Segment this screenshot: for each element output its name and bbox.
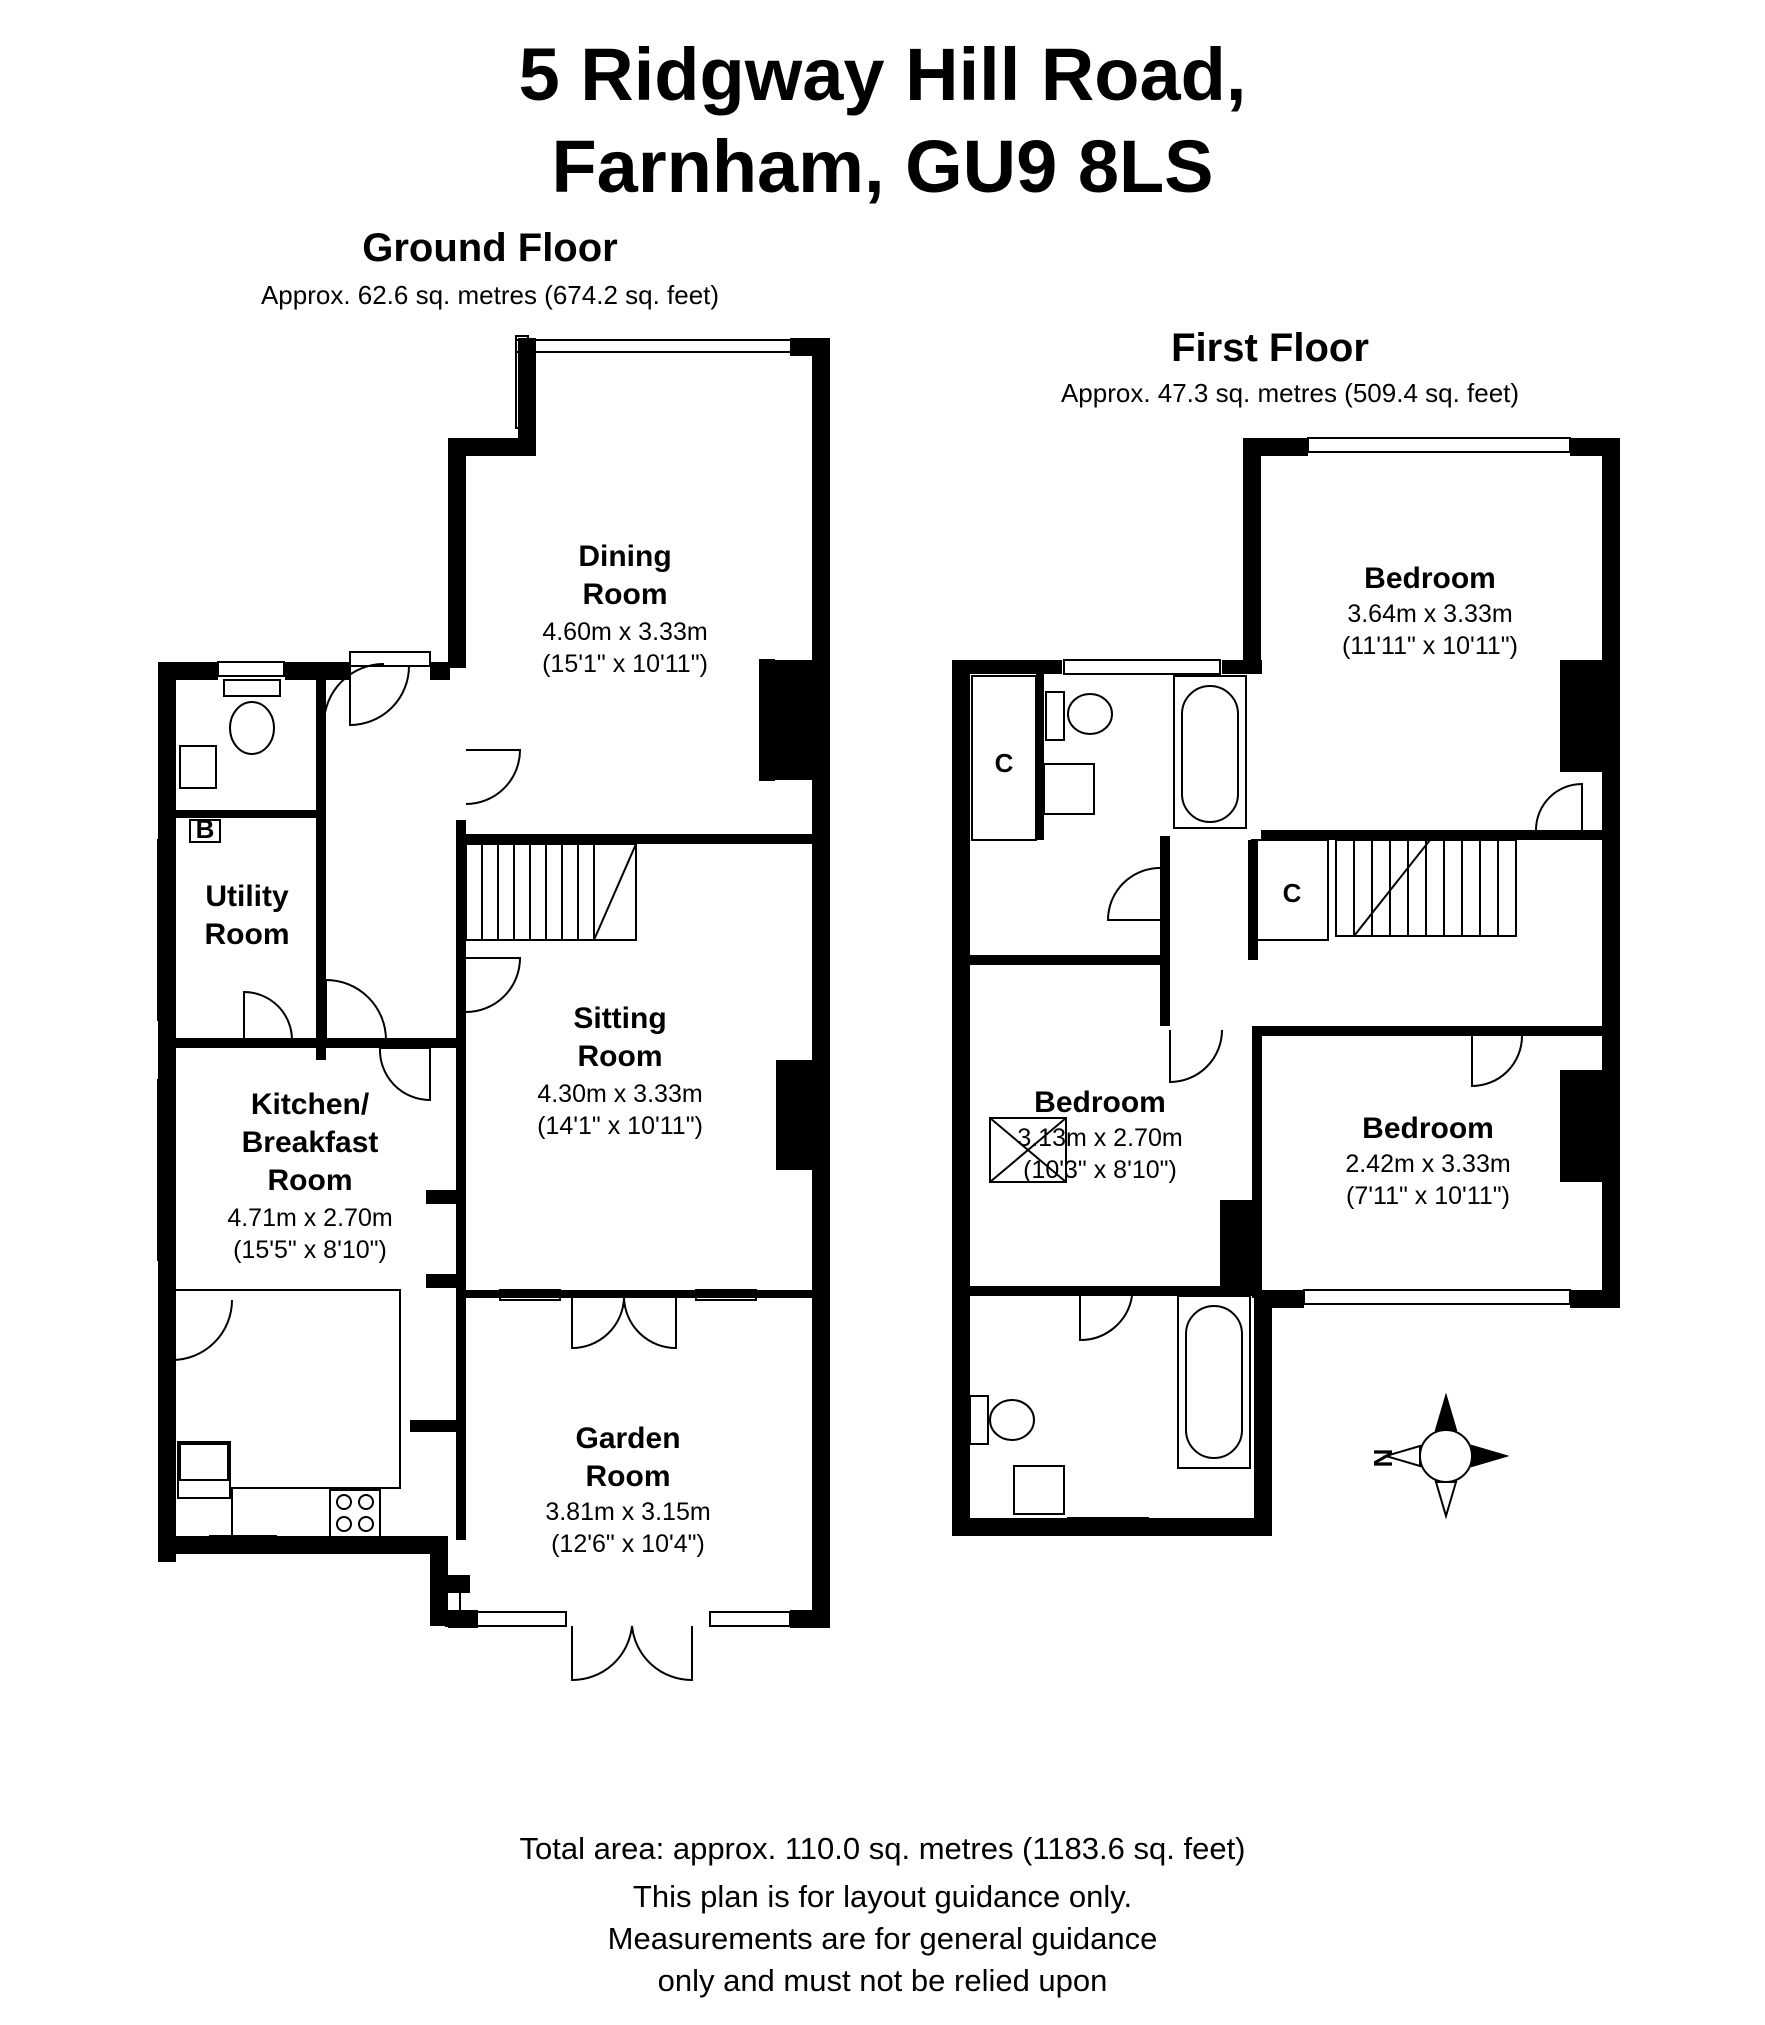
boiler-label: B [196, 814, 215, 844]
ground-floor-heading: Ground Floor [362, 226, 618, 270]
bedroom-2-name: Bedroom [1034, 1086, 1166, 1119]
compass-north-label: N [1368, 1449, 1398, 1468]
footer-disclaimer-2: Measurements are for general guidance [607, 1921, 1158, 1956]
first-floor-fittings [969, 437, 1583, 1533]
bedroom-1-imperial: (11'11" x 10'11") [1342, 632, 1518, 660]
utility-room-name-2: Room [205, 918, 290, 951]
utility-room-name-1: Utility [205, 880, 289, 913]
bedroom-1-metric: 3.64m x 3.33m [1347, 600, 1512, 628]
title-line-1: 5 Ridgway Hill Road, [518, 33, 1247, 116]
bedroom-3-metric: 2.42m x 3.33m [1345, 1150, 1510, 1178]
garden-room-name-1: Garden [575, 1422, 680, 1455]
first-floor-area: Approx. 47.3 sq. metres (509.4 sq. feet) [1060, 378, 1520, 408]
compass [1382, 1392, 1510, 1520]
cupboard-label-2: C [1283, 878, 1302, 908]
garden-room-name-2: Room [586, 1460, 671, 1493]
ground-floor-walls [158, 338, 830, 1628]
first-floor-heading: First Floor [1171, 326, 1369, 370]
dining-room-imperial: (15'1" x 10'11") [542, 650, 708, 678]
sitting-room-name-2: Room [578, 1040, 663, 1073]
bedroom-1-name: Bedroom [1364, 562, 1496, 595]
dining-room-name-1: Dining [578, 540, 671, 573]
footer-disclaimer-1: This plan is for layout guidance only. [632, 1879, 1133, 1914]
footer-total-area: Total area: approx. 110.0 sq. metres (11… [519, 1831, 1246, 1866]
footer-disclaimer-3: only and must not be relied upon [657, 1963, 1108, 1998]
kitchen-name-3: Room [268, 1164, 353, 1197]
ground-floor-area: Approx. 62.6 sq. metres (674.2 sq. feet) [260, 280, 720, 310]
kitchen-imperial: (15'5" x 8'10") [233, 1236, 387, 1264]
sitting-room-name-1: Sitting [573, 1002, 666, 1035]
kitchen-name-2: Breakfast [242, 1126, 379, 1159]
bedroom-2-imperial: (10'3" x 8'10") [1023, 1156, 1177, 1184]
cupboard-label-1: C [995, 748, 1014, 778]
sitting-room-metric: 4.30m x 3.33m [537, 1080, 702, 1108]
sitting-room-imperial: (14'1" x 10'11") [537, 1112, 703, 1140]
garden-room-metric: 3.81m x 3.15m [545, 1498, 710, 1526]
bedroom-3-imperial: (7'11" x 10'11") [1346, 1182, 1510, 1210]
bedroom-2-metric: 3.13m x 2.70m [1017, 1124, 1182, 1152]
ground-floor-fittings [157, 335, 793, 1682]
kitchen-metric: 4.71m x 2.70m [227, 1204, 392, 1232]
bedroom-3-name: Bedroom [1362, 1112, 1494, 1145]
first-floor-walls [952, 438, 1620, 1536]
dining-room-name-2: Room [583, 578, 668, 611]
garden-room-imperial: (12'6" x 10'4") [551, 1530, 705, 1558]
dining-room-metric: 4.60m x 3.33m [542, 618, 707, 646]
kitchen-name-1: Kitchen/ [251, 1088, 370, 1121]
title-line-2: Farnham, GU9 8LS [551, 125, 1214, 208]
room-labels: Dining Room 4.60m x 3.33m (15'1" x 10'11… [196, 540, 1518, 1558]
